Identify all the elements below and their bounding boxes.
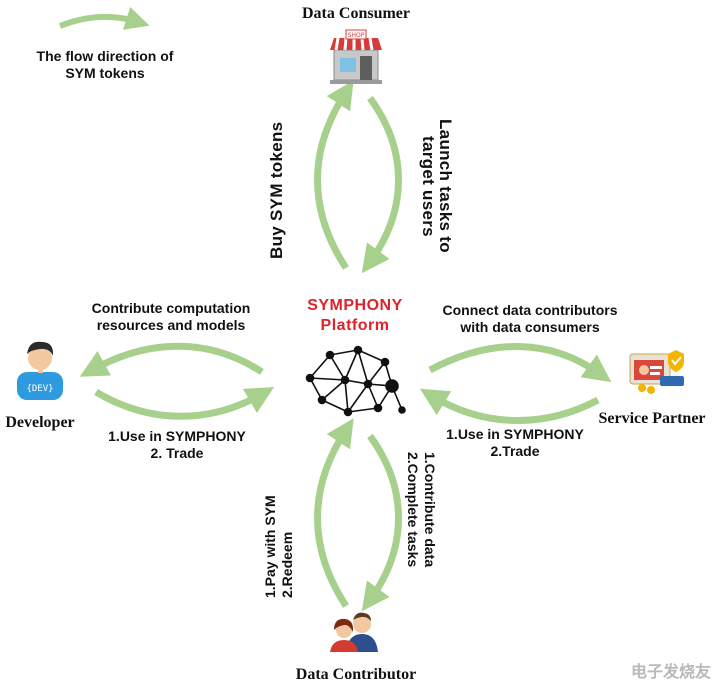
svg-text:SHOP: SHOP: [348, 32, 365, 39]
pay-with-sym-label: 1.Pay with SYM 2.Redeem: [262, 448, 306, 598]
watermark-logo: 电子发烧友: [630, 662, 711, 681]
launch-tasks-line1: Launch tasks to: [436, 119, 455, 253]
arrow-contribute-data: [361, 433, 402, 612]
developer-use-line1: 1.Use in SYMPHONY: [108, 428, 246, 444]
arrow-launch-tasks: [361, 95, 402, 274]
platform-title-line1: SYMPHONY: [307, 297, 403, 314]
arrow-buy-sym-tokens: [314, 80, 354, 270]
connect-contributors-line1: Connect data contributors: [442, 302, 618, 318]
network-icon: [305, 345, 406, 417]
partner-use-line2: 2.Trade: [490, 443, 540, 459]
developer-icon: {DEV}: [17, 341, 63, 400]
developer-use-label: 1.Use in SYMPHONY 2. Trade: [84, 428, 270, 462]
platform-title-line2: Platform: [320, 317, 390, 334]
platform-title: SYMPHONY Platform: [270, 296, 440, 336]
contribute-data-line2: 2.Complete tasks: [405, 452, 421, 568]
launch-tasks-line2: target users: [419, 135, 438, 237]
pay-with-sym-line2: 2.Redeem: [279, 531, 295, 598]
contribute-resources-label: Contribute computation resources and mod…: [62, 300, 280, 334]
data-contributor-label: Data Contributor: [295, 666, 417, 683]
buy-sym-tokens-label: Buy SYM tokens: [267, 121, 286, 259]
arrow-contribute-resources: [79, 342, 264, 377]
launch-tasks-label: Launch tasks to target users: [410, 106, 455, 266]
partner-use-line1: 1.Use in SYMPHONY: [446, 426, 584, 442]
legend-text: The flow direction of SYM tokens: [14, 48, 196, 82]
arrow-partner-use: [420, 388, 600, 424]
data-consumer-label: Data Consumer: [302, 5, 410, 22]
service-partner-icon: [629, 350, 684, 394]
service-partner-label: Service Partner: [598, 410, 706, 427]
shop-icon: SHOP: [330, 29, 382, 84]
arrow-pay-with-sym: [314, 418, 354, 608]
developer-use-line2: 2. Trade: [150, 445, 204, 461]
arrow-developer-use: [94, 387, 275, 420]
pay-with-sym-line1: 1.Pay with SYM: [262, 495, 278, 598]
contributors-icon: [330, 612, 378, 652]
legend-text-line1: The flow direction of: [36, 48, 174, 64]
connect-contributors-label: Connect data contributors with data cons…: [416, 302, 644, 336]
contribute-data-line1: 1.Contribute data: [422, 452, 438, 568]
legend-arrow: [58, 6, 150, 30]
developer-label: Developer: [5, 414, 75, 431]
connect-contributors-line2: with data consumers: [460, 319, 600, 335]
contribute-data-label: 1.Contribute data 2.Complete tasks: [394, 452, 438, 602]
arrow-connect-contributors: [428, 343, 612, 383]
legend-text-line2: SYM tokens: [65, 65, 145, 81]
contribute-resources-line1: Contribute computation: [91, 300, 251, 316]
contribute-resources-line2: resources and models: [96, 317, 246, 333]
dev-badge: {DEV}: [26, 384, 53, 394]
partner-use-label: 1.Use in SYMPHONY 2.Trade: [422, 426, 608, 460]
